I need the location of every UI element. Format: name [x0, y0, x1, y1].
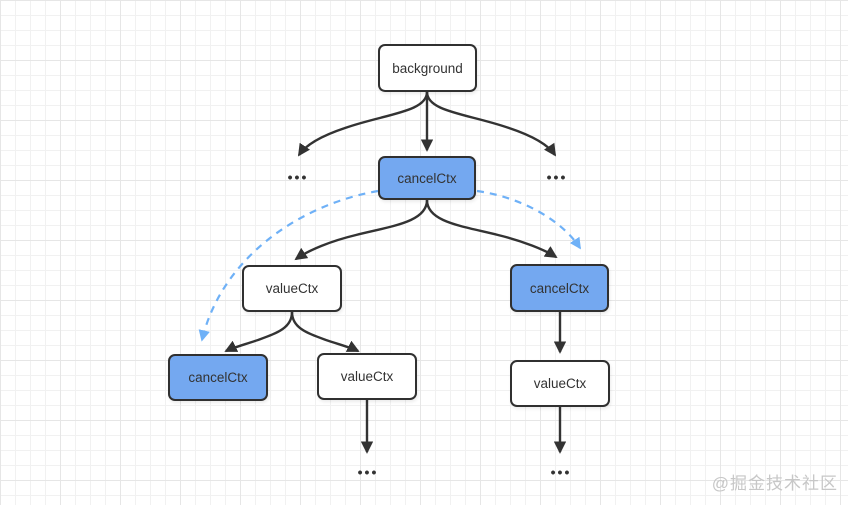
node-cancelctx-leaf-left: cancelCtx [168, 354, 268, 401]
ellipsis-bottom-mid: ••• [357, 464, 379, 480]
watermark: @掘金技术社区 [711, 474, 838, 493]
ellipsis-top-right: ••• [546, 169, 568, 185]
edge-background-to-left-ellipsis [297, 91, 429, 157]
edge-cancelctx-to-right-cancelctx [425, 199, 558, 259]
edge-valuectx-to-leaf-valuectx [290, 311, 360, 353]
node-cancelctx-right: cancelCtx [510, 264, 609, 312]
ellipsis-top-left: ••• [287, 169, 309, 185]
node-valuectx-leaf-right: valueCtx [510, 360, 610, 407]
edge-background-to-right-ellipsis [425, 91, 557, 157]
node-background: background [378, 44, 477, 92]
dashed-edge-cancelctx-to-right-cancelctx [476, 189, 581, 250]
edge-cancelctx-to-valuectx [294, 199, 429, 261]
node-cancelctx-root: cancelCtx [378, 156, 476, 200]
node-valuectx-mid: valueCtx [242, 265, 342, 312]
ellipsis-bottom-right: ••• [550, 464, 572, 480]
edge-valuectx-to-leaf-cancelctx [224, 311, 294, 353]
node-valuectx-leaf-mid: valueCtx [317, 353, 417, 400]
